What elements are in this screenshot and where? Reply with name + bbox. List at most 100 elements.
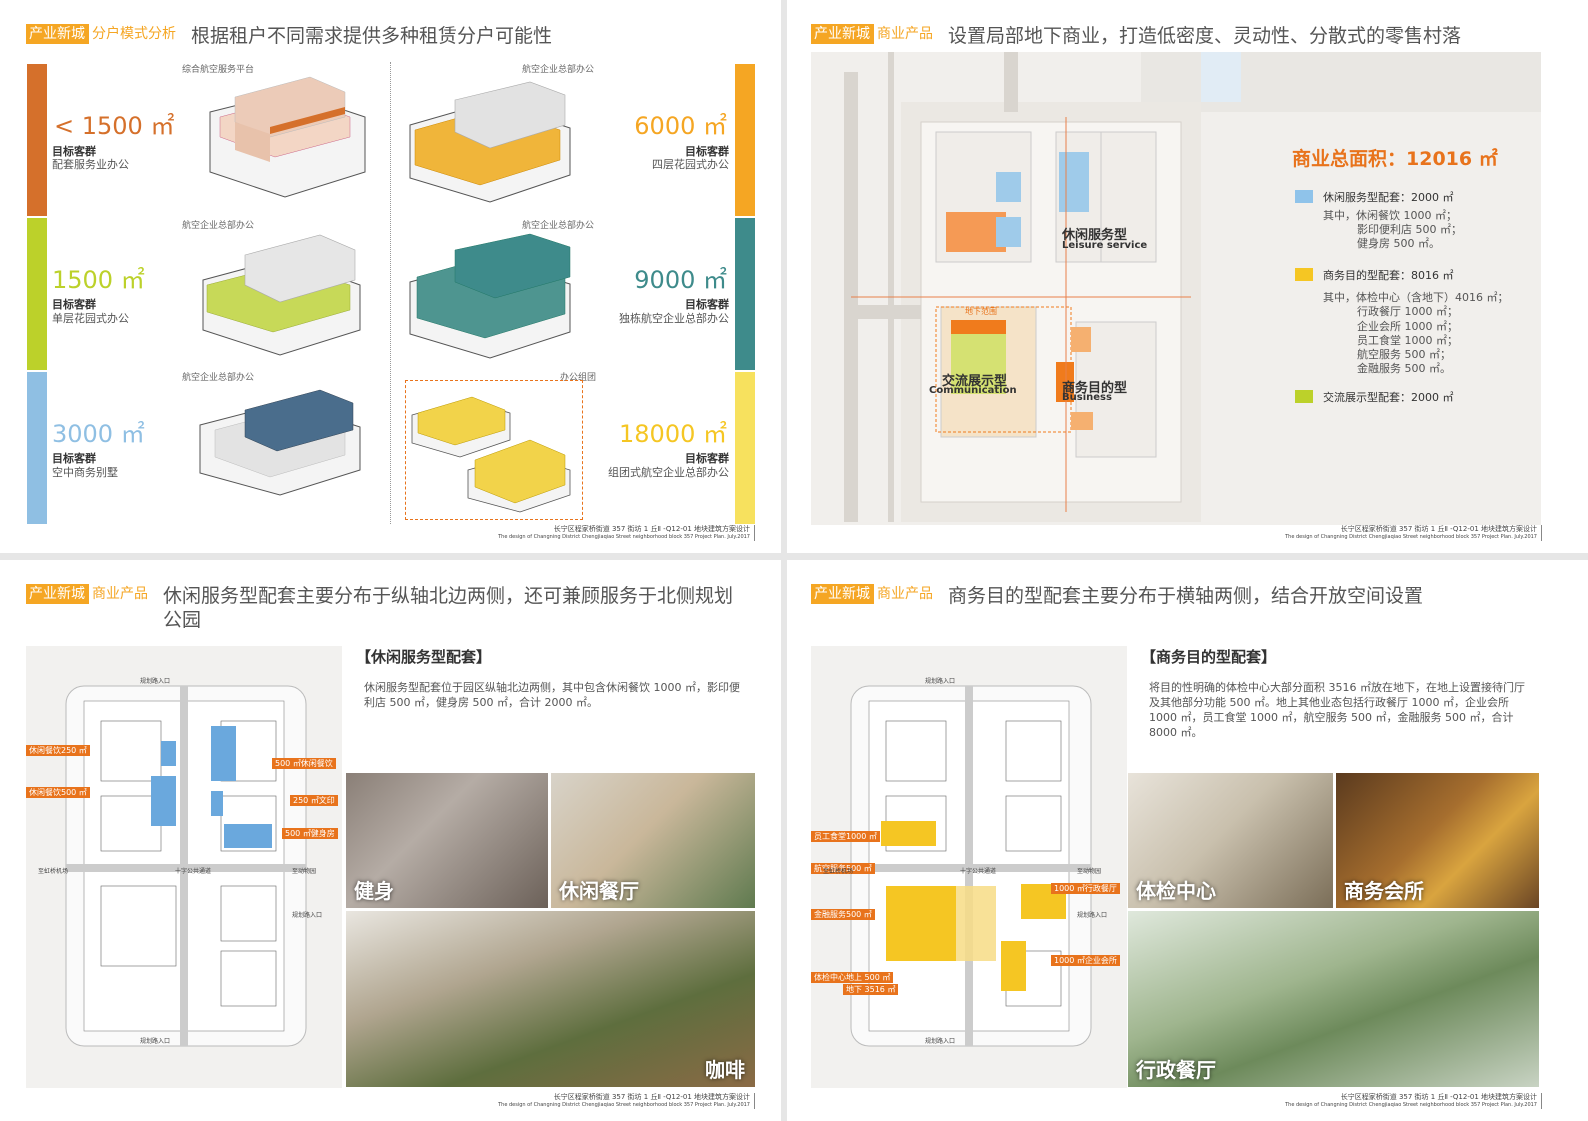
building-diagram-4 [409, 81, 571, 203]
photo-label: 咖啡 [705, 1058, 745, 1082]
plan-callout-5: 500 ㎡健身房 [282, 828, 338, 839]
diagram-caption-2: 航空企业总部办公 [182, 221, 255, 231]
area-value-2: 1500 ㎡ [52, 266, 145, 294]
photo-label: 休闲餐厅 [559, 879, 639, 903]
legend-swatch-comm [1295, 390, 1313, 403]
target-label-4: 目标客群 [685, 145, 729, 158]
plan-label-north: 规划路入口 [140, 678, 171, 685]
site-plan-map [811, 52, 1541, 525]
legend-biz: 商务目的型配套：8016 ㎡ [1323, 269, 1454, 282]
target-label-1: 目标客群 [52, 145, 96, 158]
plan-label-axis: 十字公共通道 [175, 868, 212, 875]
page-title: 根据租户不同需求提供多种租赁分户可能性 [191, 25, 553, 47]
section-title: 【商务目的型配套】 [1141, 648, 1277, 666]
plan-callout-3: 500 ㎡休闲餐饮 [272, 758, 336, 769]
footer-en: The design of Changning District Chengji… [1285, 1102, 1537, 1108]
diagram-caption-4: 航空企业总部办公 [522, 65, 595, 75]
page-title: 设置局部地下商业，打造低密度、灵动性、分散式的零售村落 [948, 25, 1462, 47]
building-diagram-3 [199, 389, 361, 496]
area-value-4: 6000 ㎡ [634, 112, 727, 140]
map-label-underground: 地下范围 [965, 307, 997, 316]
photo-leisure-restaurant: 休闲餐厅 [551, 773, 755, 908]
diagram-caption-5: 航空企业总部办公 [522, 221, 595, 231]
header-section: 商业产品 [873, 24, 936, 44]
legend-swatch-biz [1295, 268, 1313, 281]
panel-footer: 长宁区程家桥街道 357 街坊 1 丘Ⅱ -Q12-01 地块建筑方案设计 Th… [498, 525, 755, 541]
plan-label-south: 规划路入口 [140, 1038, 171, 1045]
plan-label-west: 至虹桥机场 [823, 868, 854, 875]
plan-callout-5: 1000 ㎡企业会所 [1051, 955, 1120, 966]
target-label-2: 目标客群 [52, 298, 96, 311]
plan-label-south: 规划路入口 [925, 1038, 956, 1045]
header-tag: 产业新城 [811, 24, 873, 44]
area-value-1: < 1500 ㎡ [54, 112, 175, 140]
target-label-6: 目标客群 [685, 452, 729, 465]
map-label-leisure: 休闲服务型 [1062, 228, 1128, 243]
panel-leisure-service: 产业新城 商业产品 休闲服务型配套主要分布于纵轴北边两侧，还可兼顾服务于北侧规划… [0, 560, 781, 1121]
legend-leisure-sub-3: 健身房 500 ㎡。 [1357, 237, 1440, 250]
photo-cafe: 咖啡 [346, 911, 755, 1087]
panel-unit-split-analysis: 产业新城 分户模式分析 根据租户不同需求提供多种租赁分户可能性 < 1500 ㎡… [0, 0, 781, 553]
photo-label: 健身 [354, 879, 394, 903]
photo-label: 行政餐厅 [1136, 1058, 1216, 1082]
panel-footer: 长宁区程家桥街道 357 街坊 1 丘Ⅱ -Q12-01 地块建筑方案设计 Th… [1285, 525, 1542, 541]
target-label-3: 目标客群 [52, 452, 96, 465]
legend-leisure-sub-2: 影印便利店 500 ㎡； [1357, 223, 1462, 236]
color-bar-6 [735, 372, 755, 524]
plan-label-east: 至动物园 [292, 868, 317, 875]
legend-biz-sub-5: 航空服务 500 ㎡； [1357, 348, 1451, 361]
building-diagram-5 [409, 233, 571, 359]
column-divider [390, 62, 391, 524]
panel-header: 产业新城 商业产品 设置局部地下商业，打造低密度、灵动性、分散式的零售村落 [811, 24, 1461, 48]
photo-executive-restaurant: 行政餐厅 [1128, 911, 1539, 1087]
panel-header: 产业新城 分户模式分析 根据租户不同需求提供多种租赁分户可能性 [26, 24, 552, 48]
diagram-caption-6: 办公组团 [560, 373, 597, 383]
plan-label-west: 至虹桥机场 [38, 868, 69, 875]
building-diagram-6 [411, 396, 571, 513]
area-value-6: 18000 ㎡ [619, 420, 727, 448]
header-section: 商业产品 [873, 584, 936, 604]
page-title: 休闲服务型配套主要分布于纵轴北边两侧，还可兼顾服务于北侧规划公园 [163, 585, 734, 631]
panel-header: 产业新城 商业产品 商务目的型配套主要分布于横轴两侧，结合开放空间设置 [811, 584, 1423, 608]
diagram-caption-1: 综合航空服务平台 [182, 65, 255, 75]
color-bar-5 [735, 218, 755, 370]
legend-comm: 交流展示型配套：2000 ㎡ [1323, 391, 1454, 404]
plan-callout-7: 地下 3516 ㎡ [843, 984, 899, 995]
photo-label: 体检中心 [1136, 879, 1216, 903]
header-tag: 产业新城 [811, 584, 873, 604]
photo-health-center: 体检中心 [1128, 773, 1333, 908]
plan-label-north: 规划路入口 [925, 678, 956, 685]
plan-label-axis: 十字公共通道 [960, 868, 997, 875]
area-value-3: 3000 ㎡ [52, 420, 145, 448]
target-label-5: 目标客群 [685, 298, 729, 311]
section-paragraph: 将目的性明确的体检中心大部分面积 3516 ㎡放在地下，在地上设置接待门厅及其他… [1149, 681, 1525, 739]
photo-gym: 健身 [346, 773, 548, 908]
building-diagram-1 [209, 76, 366, 198]
map-label-leisure-en: Leisure service [1062, 240, 1148, 251]
color-bar-1 [27, 64, 47, 216]
color-bar-4 [735, 64, 755, 216]
header-section: 分户模式分析 [88, 24, 179, 44]
target-sub-3: 空中商务别墅 [52, 466, 118, 479]
panel-footer: 长宁区程家桥街道 357 街坊 1 丘Ⅱ -Q12-01 地块建筑方案设计 Th… [498, 1093, 755, 1109]
header-section: 商业产品 [88, 584, 151, 604]
legend-biz-sub-2: 行政餐厅 1000 ㎡； [1357, 305, 1458, 318]
legend-biz-sub-6: 金融服务 500 ㎡。 [1357, 362, 1451, 375]
photo-label: 商务会所 [1344, 879, 1424, 903]
legend-biz-sub-1: 其中，体检中心（含地下）4016 ㎡； [1323, 291, 1509, 304]
plan-callout-3: 金融服务500 ㎡ [811, 909, 875, 920]
map-label-biz: 商务目的型 [1062, 381, 1128, 396]
plan-callout-1: 员工食堂1000 ㎡ [811, 831, 880, 842]
area-value-5: 9000 ㎡ [634, 266, 727, 294]
target-sub-2: 单层花园式办公 [52, 312, 129, 325]
footer-cn: 长宁区程家桥街道 357 街坊 1 丘Ⅱ -Q12-01 地块建筑方案设计 [1340, 1093, 1537, 1101]
header-tag: 产业新城 [26, 24, 88, 44]
target-sub-4: 四层花园式办公 [652, 158, 729, 171]
building-diagram-2 [202, 234, 361, 356]
target-sub-1: 配套服务业办公 [52, 158, 129, 171]
page-title: 商务目的型配套主要分布于横轴两侧，结合开放空间设置 [948, 585, 1424, 607]
photo-business-club: 商务会所 [1336, 773, 1539, 908]
target-sub-5: 独栋航空企业总部办公 [619, 312, 729, 325]
header-tag: 产业新城 [26, 584, 88, 604]
footer-en: The design of Changning District Chengji… [498, 1102, 750, 1108]
